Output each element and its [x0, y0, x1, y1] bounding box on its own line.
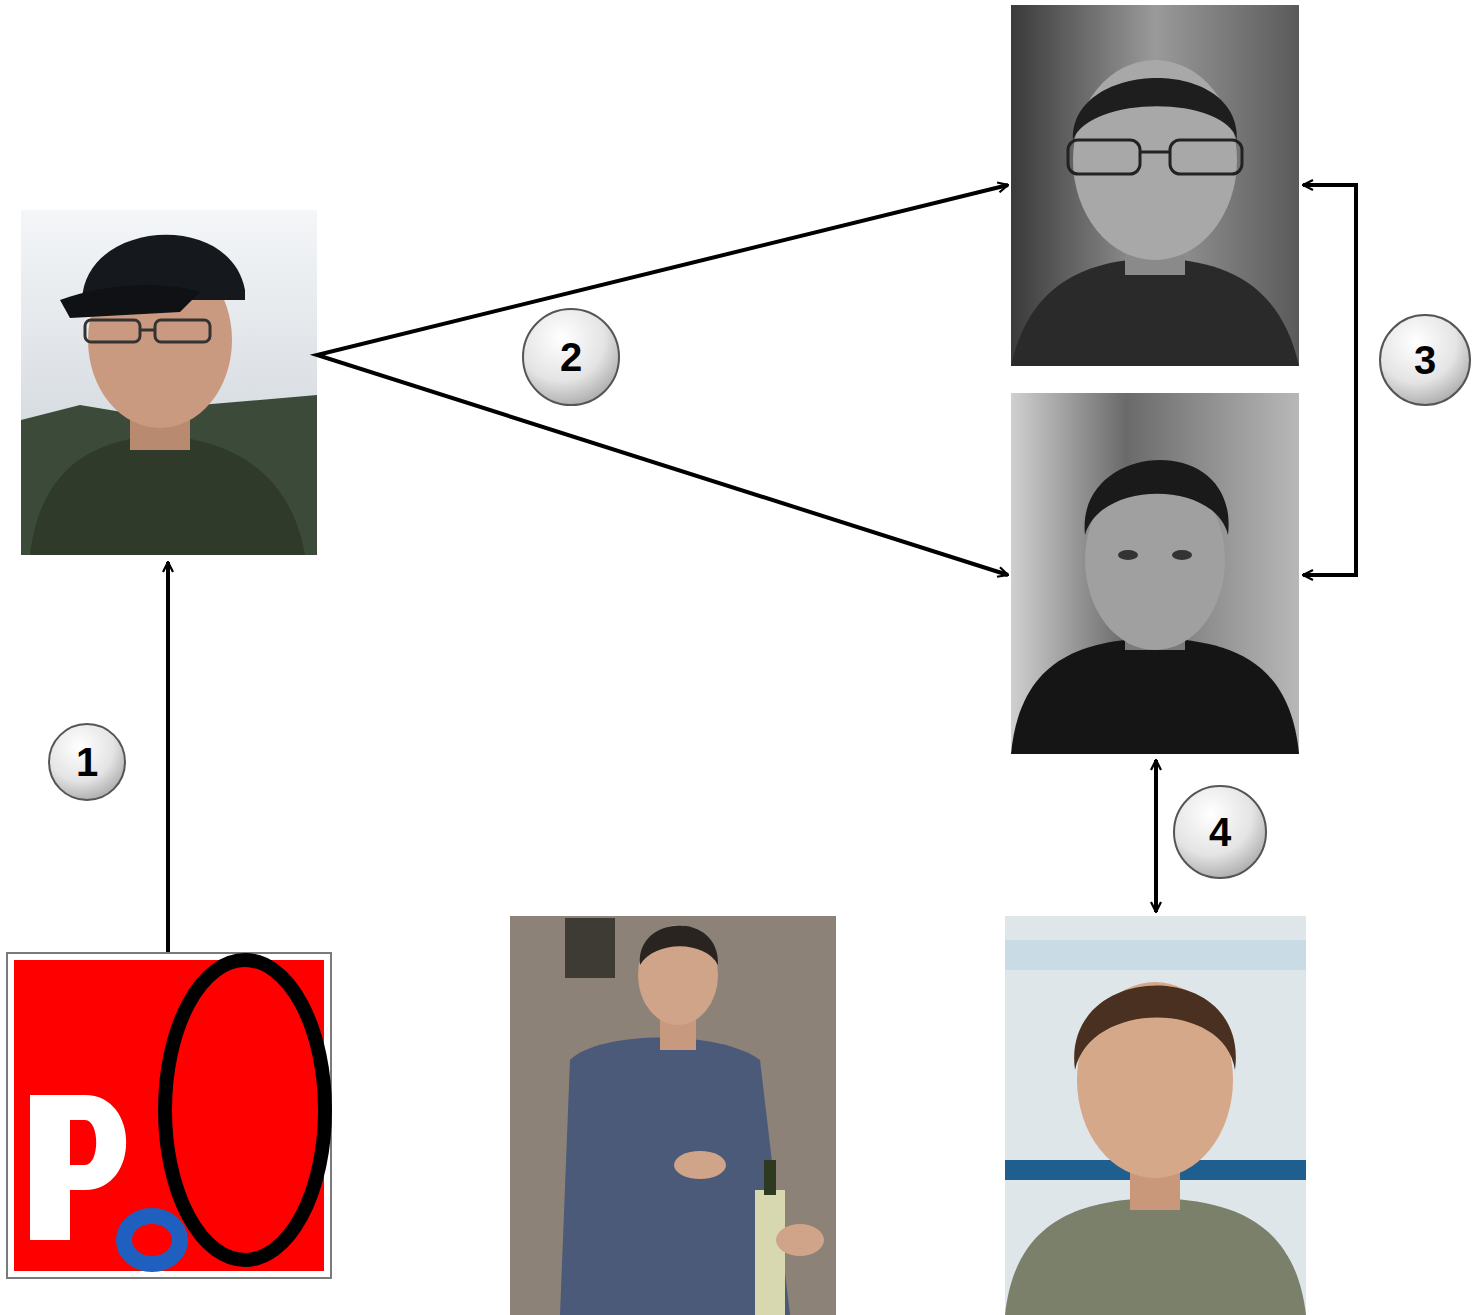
portrait-photo: [1005, 1198, 1306, 1315]
portrait-photo: [1011, 638, 1299, 754]
portrait-photo: [30, 435, 305, 555]
portrait-photo: [510, 916, 836, 1315]
callout-circle: [49, 309, 1470, 878]
arrow-line: [1154, 760, 1158, 912]
portrait-photo: [140, 329, 155, 332]
portrait-photo: [1085, 460, 1229, 535]
callout-circle: [1380, 315, 1470, 405]
portrait-photo: [510, 916, 836, 1315]
portrait-photo: [1172, 550, 1192, 560]
portrait-photo: [1005, 916, 1306, 1315]
callout-circle: [49, 724, 125, 800]
portrait-photo: [1011, 393, 1299, 754]
portrait-photo: [764, 1160, 776, 1195]
portrait-photo: [1011, 5, 1299, 366]
callout-number: 1: [76, 742, 98, 782]
logo-image: [124, 1216, 180, 1264]
arrow-line: [1303, 185, 1356, 575]
portrait-photo: [1170, 140, 1242, 174]
portrait-photo: [60, 285, 200, 318]
portrait-photo: [1011, 5, 1299, 366]
portrait-photo: [21, 210, 317, 555]
portrait-photo: [1005, 916, 1306, 1315]
portrait-photo: [565, 918, 615, 978]
arrow-line: [317, 185, 1008, 575]
callout-number: 4: [1209, 812, 1231, 852]
logo-image: [7, 953, 331, 1278]
portrait-photo: [674, 1151, 726, 1179]
portrait-photo: [1068, 140, 1140, 174]
portrait-photo: [776, 1224, 824, 1256]
portrait-photo: [1074, 986, 1236, 1070]
arrow-line: [168, 185, 1356, 952]
portrait-photo: [640, 926, 718, 965]
callout-number: 3: [1414, 340, 1436, 380]
portrait-photo: [560, 1038, 790, 1315]
logo-image: [165, 960, 325, 1260]
logo-image: [30, 1095, 126, 1240]
portrait-photo: [155, 320, 210, 342]
logo-image: [7, 953, 331, 1278]
portrait-photo: [1005, 940, 1306, 970]
portrait-photo: [1073, 60, 1237, 260]
portrait-photo: [1140, 151, 1170, 154]
portrait-photo: [1073, 78, 1237, 140]
arrow-line: [166, 562, 170, 952]
callout-circle: [523, 309, 619, 405]
portrait-photo: [21, 210, 317, 555]
portrait-photo: [638, 925, 718, 1025]
callout-circle: [1174, 786, 1266, 878]
portrait-photo: [85, 320, 140, 342]
portrait-photo: [1011, 393, 1299, 754]
logo-image: [14, 960, 324, 1271]
portrait-photo: [1118, 550, 1138, 560]
callout-number: 2: [560, 337, 582, 377]
portrait-photo: [755, 1190, 785, 1315]
